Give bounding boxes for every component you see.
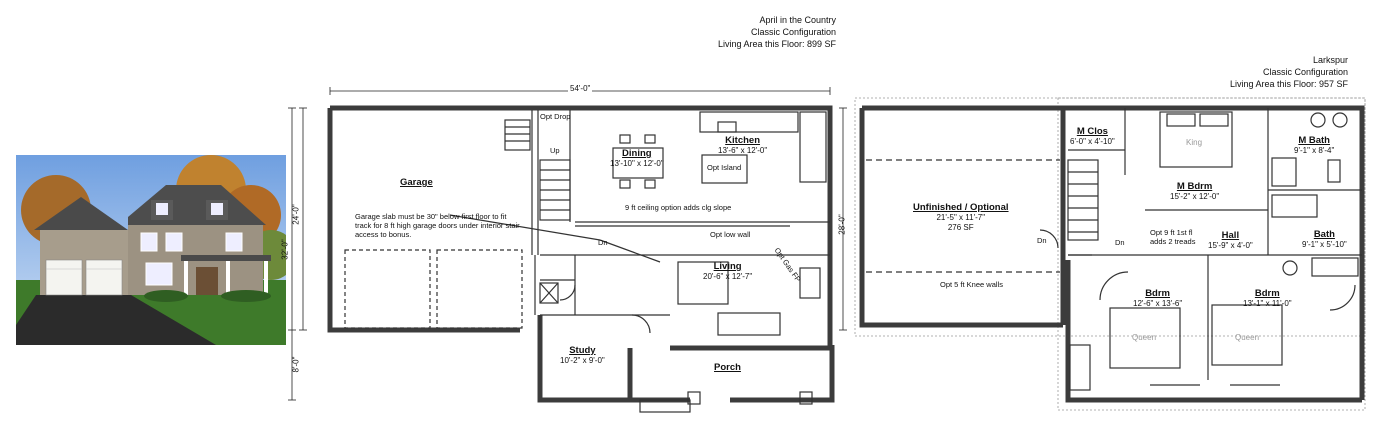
note-ceiling-option: 9 ft ceiling option adds clg slope <box>625 203 732 212</box>
bed-queen-1: Queen <box>1132 333 1157 342</box>
bed-queen-2: Queen <box>1235 333 1260 342</box>
room-living: Living 20'-6" x 12'-7" <box>703 261 753 282</box>
note-up: Up <box>550 146 560 155</box>
dim-28ft: 28'-0" <box>837 214 847 235</box>
plan-left-title: April in the Country <box>759 15 836 25</box>
room-hall: Hall 15'-9" x 4'-0" <box>1208 230 1253 251</box>
room-garage: Garage <box>400 177 433 188</box>
room-bdrm-1: Bdrm 12'-6" x 13'-6" <box>1133 288 1183 309</box>
plan-left-subtitle: Classic Configuration <box>750 27 836 37</box>
plan-right-header: Larkspur Classic Configuration Living Ar… <box>1150 54 1348 90</box>
note-opt9: Opt 9 ft 1st fl adds 2 treads <box>1150 228 1196 246</box>
room-bdrm-2: Bdrm 13'-1" x 11'-0" <box>1243 288 1292 309</box>
room-study: Study 10'-2" x 9'-0" <box>560 345 605 366</box>
dim-24ft: 24'-0" <box>291 204 301 225</box>
plan-right-area: Living Area this Floor: 957 SF <box>1229 79 1348 89</box>
room-unfinished: Unfinished / Optional 21'-5" x 11'-7" 27… <box>913 202 1009 233</box>
plan-right-subtitle: Classic Configuration <box>1262 67 1348 77</box>
plan-right-title: Larkspur <box>1312 55 1348 65</box>
note-opt-island: Opt Island <box>707 163 742 172</box>
room-bath: Bath 9'-1" x 5'-10" <box>1302 229 1347 250</box>
room-m-bath: M Bath 9'-1" x 8'-4" <box>1294 135 1335 156</box>
dim-54ft: 54'-0" <box>568 84 593 93</box>
note-low-wall: Opt low wall <box>710 230 751 239</box>
note-dn-2: Dn <box>1115 238 1125 247</box>
room-dining: Dining 13'-10" x 12'-0" <box>610 148 664 169</box>
house-rendering <box>16 155 286 345</box>
plan-left-area: Living Area this Floor: 899 SF <box>717 39 836 49</box>
room-kitchen: Kitchen 13'-6" x 12'-0" <box>718 135 768 156</box>
room-m-clos: M Clos 6'-0" x 4'-10" <box>1070 126 1115 147</box>
garage-note: Garage slab must be 30" below first floo… <box>355 212 520 239</box>
dim-8ft: 8'-0" <box>291 356 301 373</box>
bed-king: King <box>1186 138 1203 147</box>
plan-left-header: April in the Country Classic Configurati… <box>640 14 836 50</box>
room-m-bdrm: M Bdrm 15'-2" x 12'-0" <box>1170 181 1220 202</box>
note-dn: Dn <box>598 238 608 247</box>
note-knee-walls: Opt 5 ft Knee walls <box>940 280 1003 289</box>
room-porch: Porch <box>714 362 741 373</box>
note-dn-1: Dn <box>1037 236 1047 245</box>
note-opt-drop: Opt Drop <box>540 112 571 121</box>
dim-32ft: 32'-0" <box>280 239 290 260</box>
